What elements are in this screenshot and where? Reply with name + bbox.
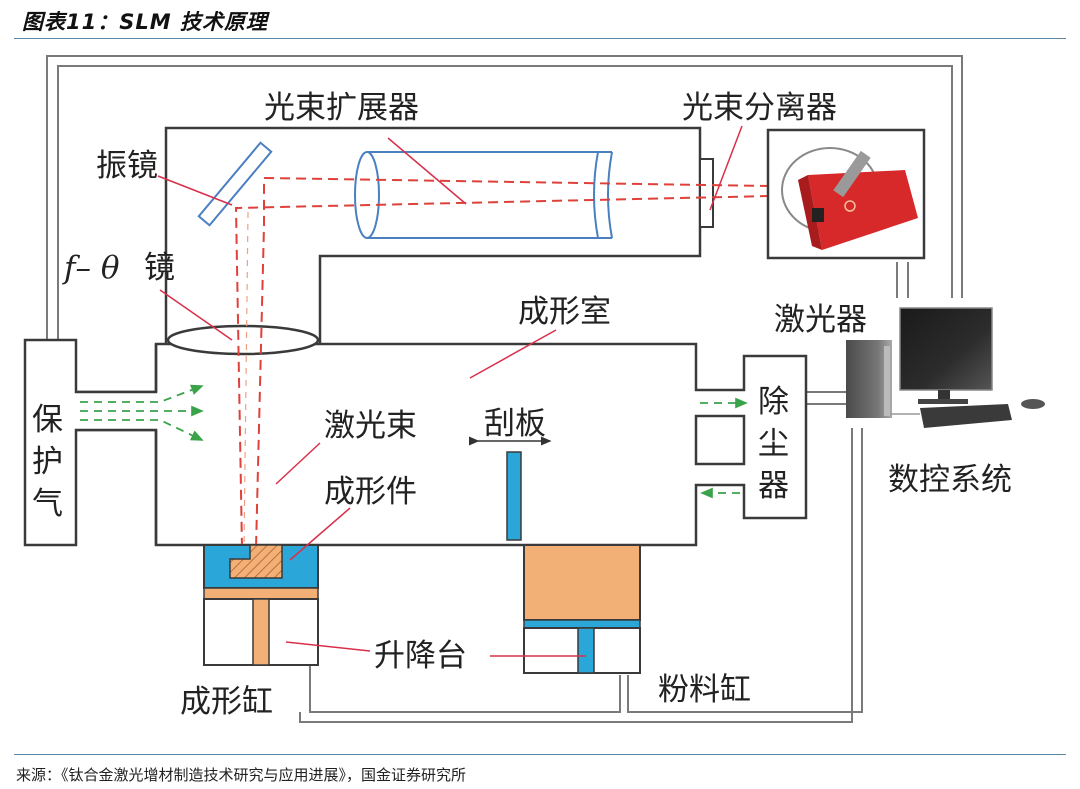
build-cylinder xyxy=(203,544,319,666)
label-laser: 激光器 xyxy=(774,302,867,338)
label-galvo-mirror: 振镜 xyxy=(96,148,158,184)
label-dust-1: 除 xyxy=(758,384,789,420)
label-f-theta-prefix: f– θ xyxy=(62,250,120,286)
dust-port-block xyxy=(694,414,746,466)
title-divider xyxy=(14,38,1066,39)
laser-device xyxy=(766,128,926,260)
wire-dust-to-controller xyxy=(806,391,848,405)
scraper-blade xyxy=(506,451,522,541)
label-f-theta-suffix: 镜 xyxy=(144,250,175,286)
beam-port xyxy=(699,158,714,228)
build-chamber xyxy=(23,338,808,547)
label-cnc-system: 数控系统 xyxy=(888,462,1012,498)
control-wiring xyxy=(46,55,963,723)
leader-lift-build xyxy=(285,641,371,652)
label-dust-2: 尘 xyxy=(758,426,789,462)
leader-chamber xyxy=(469,329,557,379)
figure-source: 来源：《钛合金激光增材制造技术研究与应用进展》，国金证券研究所 xyxy=(16,766,467,784)
label-laser-beam: 激光束 xyxy=(324,408,417,444)
beam-expander xyxy=(354,151,613,239)
wire-inner-top xyxy=(57,65,953,340)
leader-expander xyxy=(387,137,467,205)
label-lifting-platform: 升降台 xyxy=(374,638,467,674)
label-gas-2: 护 xyxy=(32,444,63,480)
wire-outer-top xyxy=(46,55,963,340)
label-formed-part: 成形件 xyxy=(324,474,417,510)
leader-galvo xyxy=(157,175,233,206)
label-beam-expander: 光束扩展器 xyxy=(264,90,419,126)
leader-lines xyxy=(157,125,743,657)
leader-f-theta xyxy=(159,289,233,341)
wire-laser-to-controller xyxy=(896,262,909,298)
gas-flow xyxy=(80,384,748,499)
label-scraper: 刮板 xyxy=(484,406,546,442)
laser-beam xyxy=(234,176,771,549)
powder-cylinder xyxy=(523,544,641,674)
leader-splitter xyxy=(709,125,743,211)
label-dust-3: 器 xyxy=(758,468,789,504)
source-divider xyxy=(14,754,1066,755)
label-build-cylinder: 成形缸 xyxy=(180,684,273,720)
galvo-mirror xyxy=(197,141,273,227)
f-theta-lens xyxy=(166,324,320,356)
figure-title: 图表11：SLM 技术原理 xyxy=(22,10,268,34)
powder-piston xyxy=(577,627,595,674)
label-gas-3: 气 xyxy=(32,486,63,522)
wire-controller-to-cylinders xyxy=(299,428,863,723)
wire-cylinders-link xyxy=(309,640,621,713)
label-beam-splitter: 光束分离器 xyxy=(682,90,837,126)
leader-formed-part xyxy=(289,507,351,561)
leader-laser-beam xyxy=(275,442,321,485)
build-piston xyxy=(252,598,270,666)
label-build-chamber: 成形室 xyxy=(518,294,611,330)
formed-part xyxy=(229,544,283,579)
label-powder-cylinder: 粉料缸 xyxy=(658,672,751,708)
cnc-computer xyxy=(846,307,1045,428)
label-gas-1: 保 xyxy=(32,402,63,438)
